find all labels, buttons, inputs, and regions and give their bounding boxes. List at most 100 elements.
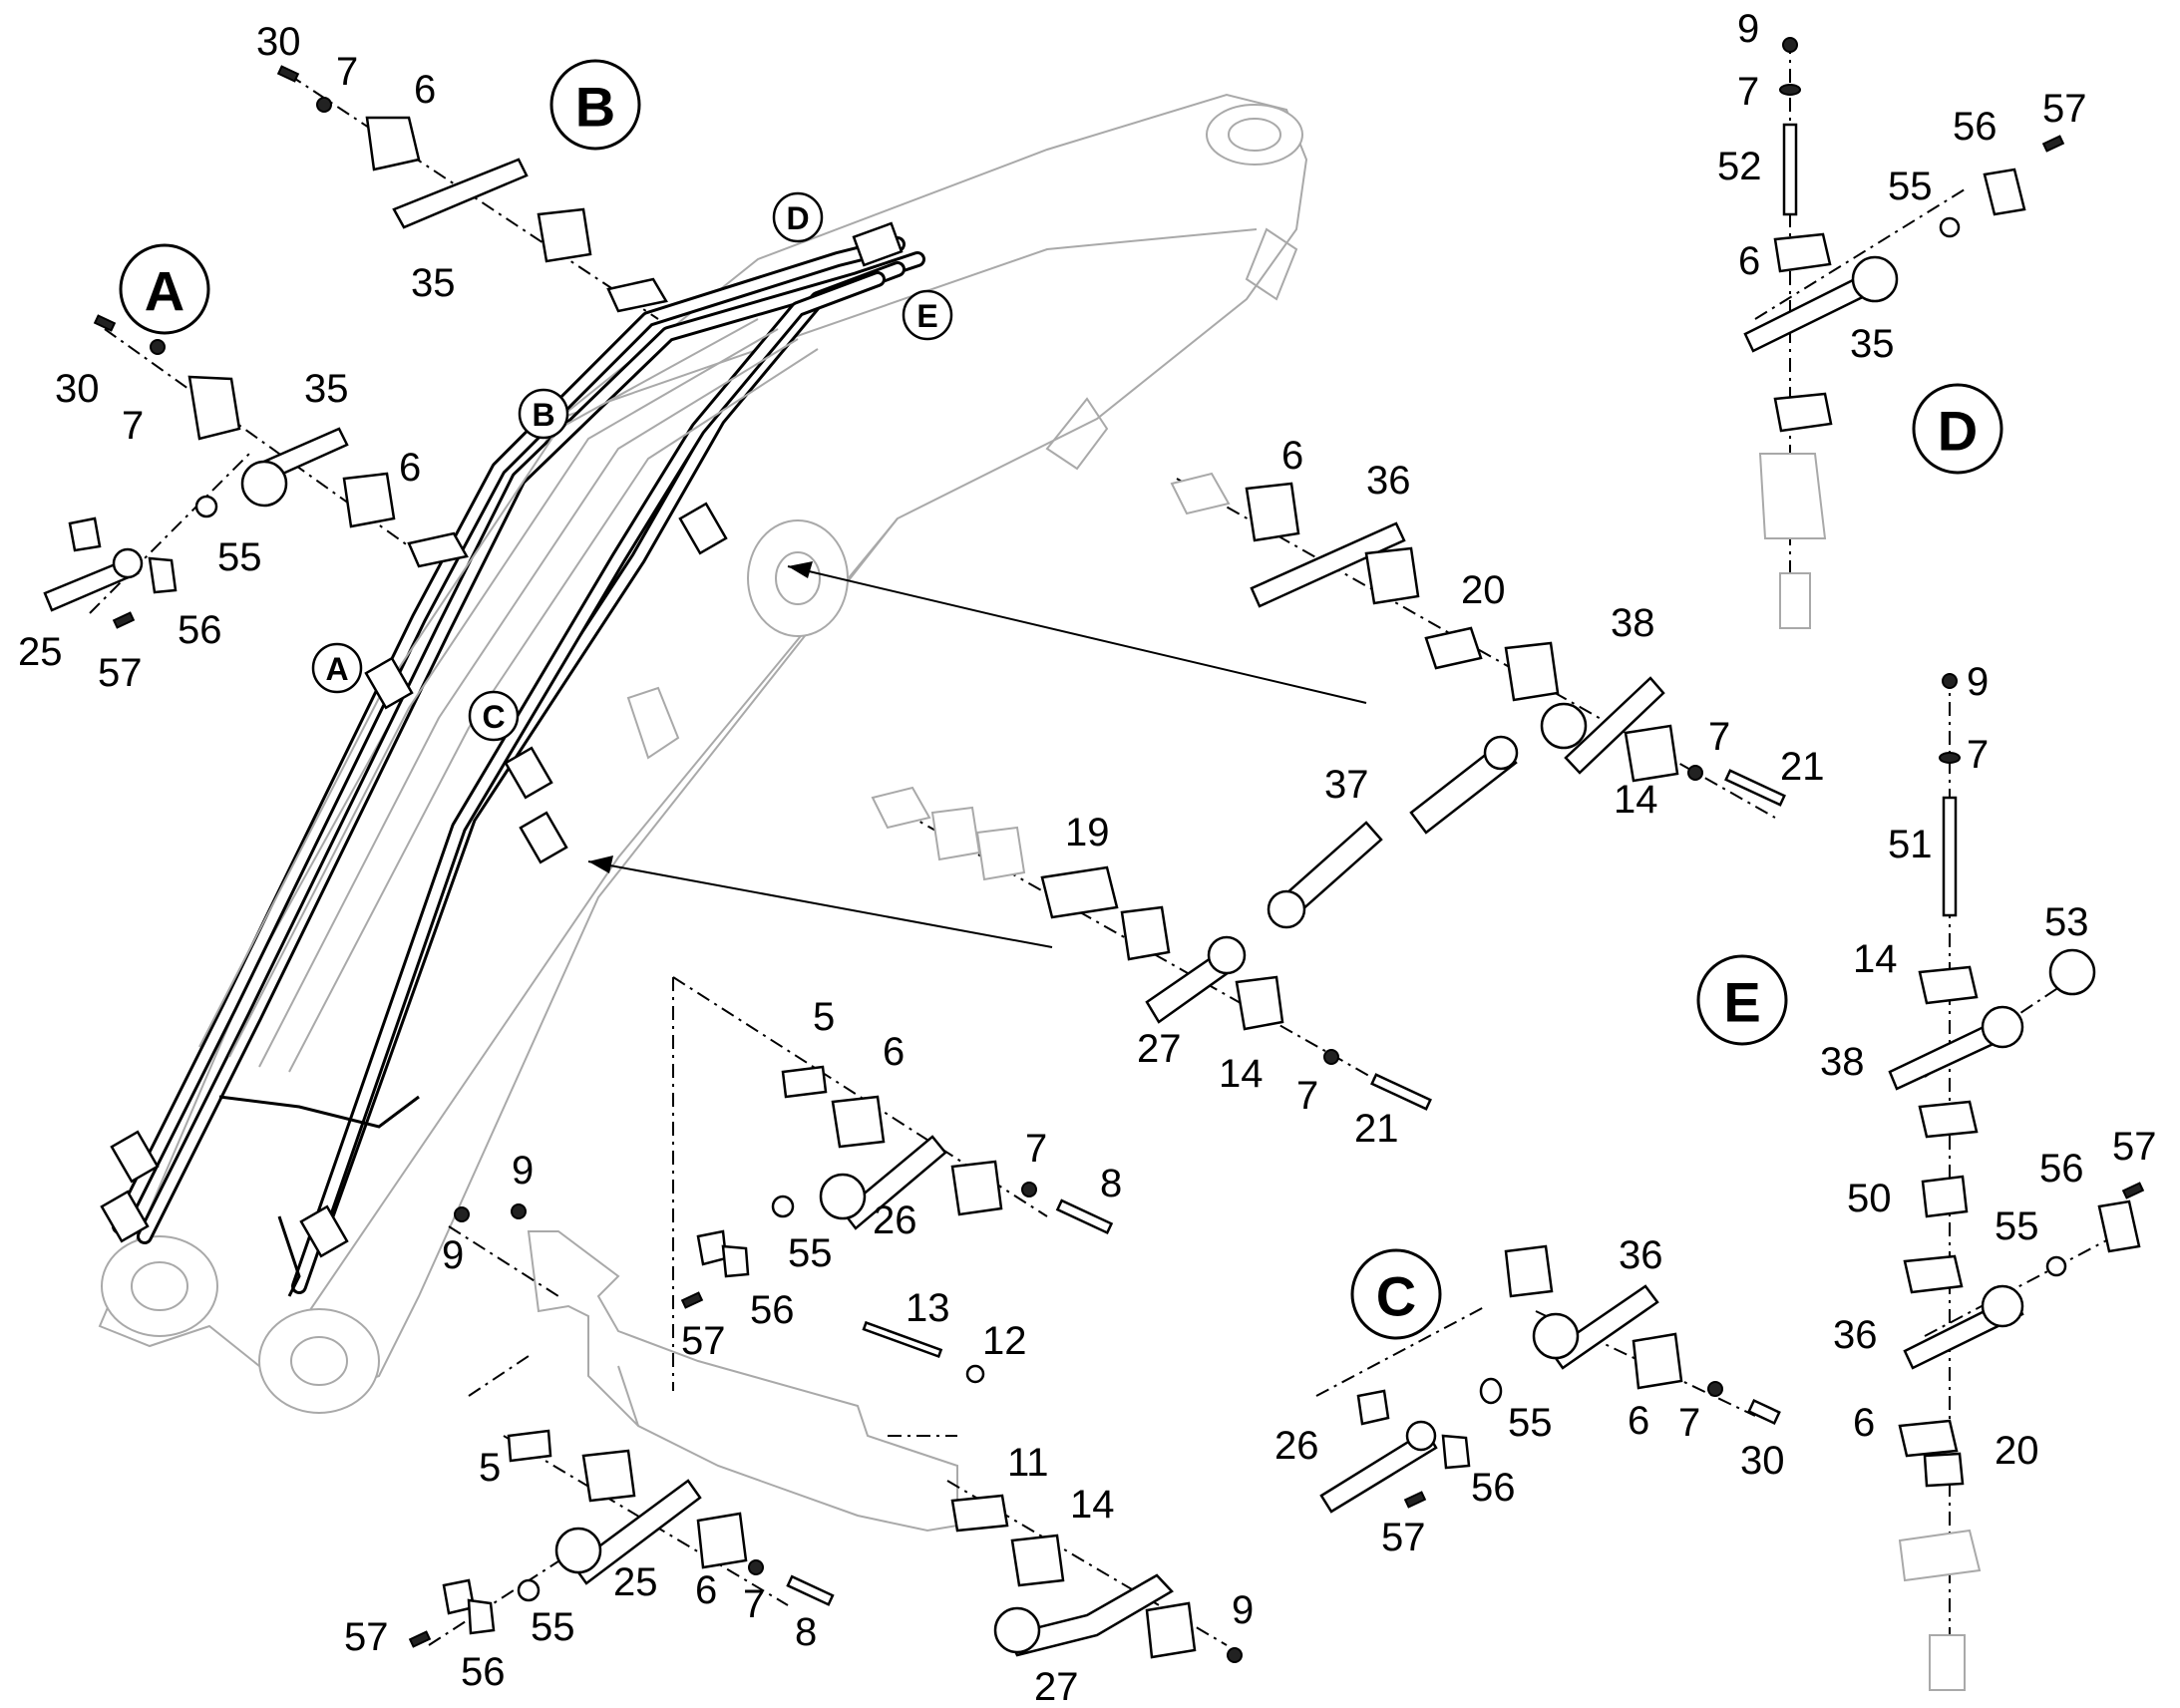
- part-number-label: 7: [1025, 1127, 1047, 1171]
- part-number-label: 7: [1737, 70, 1759, 114]
- part-number-label: 27: [1034, 1665, 1079, 1708]
- part-number-label: 37: [1324, 763, 1369, 807]
- view-b: B 30 7 6 35: [256, 20, 668, 320]
- part-number-label: 7: [1708, 715, 1730, 759]
- part-number-label: 30: [55, 367, 100, 411]
- part-number-label: 12: [982, 1319, 1027, 1363]
- part-number-label: 14: [1853, 937, 1898, 981]
- part-number-label: 20: [1461, 568, 1506, 612]
- view-letter: E: [916, 298, 937, 334]
- part-number-label: 55: [217, 535, 262, 579]
- part-number-label: 35: [411, 261, 456, 305]
- part-number-label: 56: [750, 1288, 795, 1332]
- part-number-label: 14: [1070, 1483, 1115, 1527]
- leader-arrows: [587, 561, 1367, 948]
- part-number-label: 5: [479, 1446, 501, 1490]
- part-number-label: 51: [1888, 823, 1933, 866]
- part-number-label: 55: [531, 1605, 575, 1649]
- part-number-label: 21: [1780, 745, 1825, 789]
- part-number-label: 9: [1967, 660, 1989, 704]
- part-number-label: 57: [681, 1319, 726, 1363]
- view-letter: A: [145, 260, 184, 323]
- part-number-label: 11: [1007, 1441, 1049, 1485]
- part-number-label: 36: [1619, 1233, 1663, 1277]
- part-number-label: 6: [1853, 1401, 1875, 1445]
- part-number-label: 36: [1833, 1313, 1878, 1357]
- part-number-label: 36: [1366, 459, 1411, 503]
- middle-assembly: 6 36 20 38 37 7 21 14: [1170, 434, 1825, 835]
- part-number-label: 7: [1296, 1074, 1318, 1118]
- part-number-label: 55: [788, 1231, 833, 1275]
- part-number-label: 30: [256, 20, 301, 64]
- boom-outline: [98, 93, 1308, 1414]
- part-number-label: 6: [414, 68, 436, 112]
- part-number-label: 13: [906, 1286, 950, 1330]
- part-number-label: 52: [1717, 145, 1762, 188]
- part-number-label: 7: [1967, 733, 1989, 777]
- part-number-label: 38: [1820, 1040, 1865, 1084]
- part-number-label: 7: [336, 50, 358, 94]
- part-number-label: 8: [795, 1610, 817, 1654]
- boom-clamps: [100, 221, 904, 1258]
- view-letter: C: [1376, 1265, 1416, 1328]
- part-number-label: 26: [1274, 1424, 1319, 1468]
- part-number-label: 56: [1953, 105, 1998, 149]
- part-number-label: 7: [743, 1582, 765, 1626]
- part-number-label: 6: [695, 1568, 717, 1612]
- boom-callout-d: D: [772, 191, 824, 243]
- part-number-label: 9: [1737, 7, 1759, 51]
- part-number-label: 57: [1381, 1516, 1426, 1559]
- part-number-label: 27: [1137, 1027, 1182, 1071]
- bracket-assembly: 5 6 7 8 26 55 57 56 9 9 13 12: [442, 976, 1122, 1533]
- part-number-label: 21: [1354, 1107, 1399, 1151]
- part-number-label: 53: [2044, 900, 2089, 944]
- part-number-label: 30: [1740, 1439, 1785, 1483]
- part-number-label: 55: [1508, 1401, 1553, 1445]
- lower-middle-assembly: 19 27 14 7 21: [871, 786, 1432, 1151]
- part-number-label: 9: [512, 1149, 534, 1193]
- view-letter: D: [786, 200, 809, 236]
- boom-callout-a: A: [311, 642, 363, 694]
- part-number-label: 35: [1850, 322, 1895, 366]
- part-number-label: 19: [1065, 811, 1110, 854]
- part-number-label: 20: [1995, 1429, 2039, 1473]
- part-number-label: 6: [1738, 239, 1760, 283]
- part-number-label: 56: [1471, 1466, 1516, 1510]
- view-letter: A: [325, 651, 348, 687]
- boom-hoses: [112, 236, 925, 1297]
- part-number-label: 56: [2039, 1147, 2084, 1191]
- part-number-label: 14: [1219, 1052, 1264, 1096]
- part-number-label: 9: [1232, 1588, 1254, 1632]
- part-number-label: 14: [1614, 778, 1658, 822]
- part-number-label: 6: [399, 446, 421, 490]
- part-number-label: 26: [873, 1198, 917, 1242]
- view-letter: B: [532, 397, 554, 433]
- boom-callout-c: C: [468, 690, 520, 742]
- part-number-label: 7: [1678, 1401, 1700, 1445]
- view-d: D 9 7 52 56 57 55 6 35: [1717, 7, 2087, 629]
- part-number-label: 35: [304, 367, 349, 411]
- view-letter: B: [575, 76, 615, 139]
- part-number-label: 7: [122, 404, 144, 448]
- view-letter: E: [1723, 971, 1760, 1034]
- part-number-label: 6: [1281, 434, 1303, 478]
- part-number-label: 57: [344, 1615, 389, 1659]
- part-number-label: 57: [2042, 87, 2087, 131]
- part-number-label: 25: [613, 1560, 658, 1604]
- boom-callout-b: B: [518, 388, 569, 440]
- view-letter: D: [1938, 400, 1978, 463]
- boom-callout-e: E: [902, 289, 953, 341]
- bottom-assembly: 5 11 14 25 6 7 8 55 57 56 27 9: [344, 1429, 1254, 1708]
- part-number-label: 6: [1628, 1399, 1649, 1443]
- view-e: E 9 7 51 53 14 38 50 56 57 55 36 6 20: [1696, 660, 2157, 1691]
- part-number-label: 57: [2112, 1125, 2157, 1169]
- part-number-label: 56: [178, 608, 222, 652]
- part-number-label: 55: [1995, 1204, 2039, 1248]
- part-number-label: 57: [98, 651, 143, 695]
- part-number-label: 25: [18, 630, 63, 674]
- part-number-label: 6: [883, 1030, 905, 1074]
- part-number-label: 50: [1847, 1177, 1892, 1220]
- part-number-label: 5: [813, 995, 835, 1039]
- part-number-label: 38: [1611, 601, 1655, 645]
